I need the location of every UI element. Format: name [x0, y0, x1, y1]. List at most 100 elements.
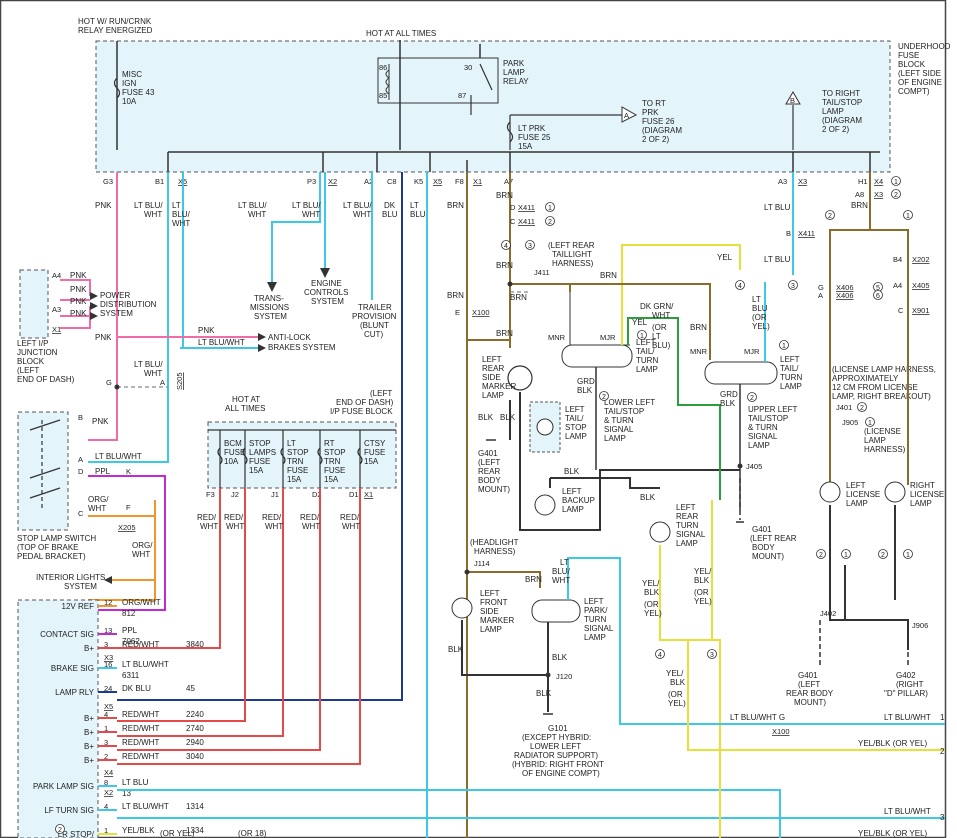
svg-text:BLU/: BLU/ [172, 210, 191, 219]
circled-number-icon [501, 240, 511, 250]
svg-text:WHT: WHT [172, 219, 190, 228]
svg-text:LT BLU: LT BLU [764, 255, 791, 264]
svg-text:MISSIONS: MISSIONS [250, 303, 289, 312]
lt-blu-wht-front-label: LT BLU/ WHT [552, 558, 571, 585]
svg-text:X4: X4 [104, 768, 113, 777]
svg-text:X5: X5 [104, 702, 113, 711]
svg-text:HARNESS): HARNESS) [474, 547, 516, 556]
svg-text:(LEFT: (LEFT [478, 458, 500, 467]
svg-text:LAMP: LAMP [565, 432, 587, 441]
circled-number-icon [825, 210, 835, 220]
module-circuit-number: 7062 [122, 637, 140, 646]
svg-text:(DIAGRAM: (DIAGRAM [822, 116, 862, 125]
svg-text:DISTRIBUTION: DISTRIBUTION [100, 300, 157, 309]
svg-text:YEL/: YEL/ [666, 669, 684, 678]
g401-c-label: G401 (LEFT REAR BODY MOUNT) [786, 671, 834, 707]
lower-left-tail-lamp-icon [561, 344, 633, 368]
svg-text:LAMP: LAMP [780, 382, 802, 391]
svg-text:X405: X405 [912, 281, 930, 290]
svg-text:"D" PILLAR): "D" PILLAR) [884, 689, 928, 698]
svg-text:SIGNAL: SIGNAL [748, 432, 778, 441]
trans-wire [271, 172, 321, 285]
svg-text:TAIL/: TAIL/ [565, 414, 584, 423]
circled-number-icon [857, 402, 867, 412]
svg-text:INTERIOR LIGHTS: INTERIOR LIGHTS [36, 573, 105, 582]
fuse-label: FUSE [224, 448, 245, 457]
svg-text:(LEFT REAR: (LEFT REAR [750, 534, 797, 543]
svg-text:LEFT: LEFT [480, 589, 500, 598]
svg-text:(LEFT: (LEFT [17, 366, 39, 375]
svg-text:BLK: BLK [500, 413, 516, 422]
svg-text:BODY: BODY [752, 543, 775, 552]
svg-text:RED/: RED/ [340, 513, 360, 522]
svg-text:PNK: PNK [95, 333, 112, 342]
svg-text:BACKUP: BACKUP [562, 496, 595, 505]
svg-text:X202: X202 [912, 255, 930, 264]
svg-text:TAIL/STOP: TAIL/STOP [748, 414, 788, 423]
svg-text:TAIL/: TAIL/ [636, 347, 655, 356]
module-circuit-number: 3040 [186, 752, 204, 761]
module-pin-number: 16 [104, 660, 112, 669]
g401-b-label: G401 (LEFT REAR BODY MOUNT) [750, 525, 797, 561]
svg-text:A7: A7 [504, 177, 513, 186]
underhood-connector-labels: G3 B1 X5 P3 X2 A2 C8 K5 X5 F8 X1 A7 A3 X… [103, 177, 883, 199]
module-circuit-number: 6311 [122, 671, 140, 680]
svg-text:H1: H1 [858, 177, 868, 186]
circled-number: 2 [828, 213, 832, 220]
body-control-module [17, 599, 99, 838]
fuse-icon [357, 447, 363, 465]
svg-text:YEL): YEL) [668, 699, 686, 708]
svg-text:PNK: PNK [70, 297, 87, 306]
svg-text:BODY: BODY [478, 476, 501, 485]
svg-text:RELAY ENERGIZED: RELAY ENERGIZED [78, 26, 153, 35]
svg-text:BLK: BLK [448, 645, 464, 654]
module-wire-color: RED/WHT [122, 640, 159, 649]
circled-number-icon [779, 340, 789, 350]
svg-text:BLOCK: BLOCK [898, 60, 926, 69]
svg-text:CUT): CUT) [364, 330, 383, 339]
left-park-turn-label: LEFT PARK/ TURN SIGNAL LAMP [584, 597, 614, 642]
circled-number: 1 [868, 420, 872, 427]
circled-number-icon [816, 549, 826, 559]
fuse-label: STOP [287, 448, 309, 457]
svg-text:(TOP OF BRAKE: (TOP OF BRAKE [17, 543, 79, 552]
trailer-provision-label: TRAILER PROVISION (BLUNT CUT) [352, 303, 397, 339]
svg-text:PNK: PNK [70, 285, 87, 294]
left-tail-stop-lamp-icon [536, 418, 554, 436]
svg-text:REAR: REAR [482, 364, 504, 373]
svg-text:S205: S205 [175, 372, 184, 390]
svg-text:X4: X4 [874, 177, 883, 186]
svg-text:WHT: WHT [144, 210, 162, 219]
svg-text:LAMP: LAMP [636, 365, 658, 374]
park-lamp-sig-wire [117, 789, 781, 838]
red-wht-fuse-wires [117, 488, 361, 765]
svg-text:POWER: POWER [100, 291, 130, 300]
svg-text:MOUNT): MOUNT) [752, 552, 784, 561]
svg-text:FUSE: FUSE [898, 51, 919, 60]
svg-text:G402: G402 [896, 671, 916, 680]
svg-text:G: G [106, 378, 112, 387]
svg-text:F8: F8 [455, 177, 464, 186]
svg-text:TO RT: TO RT [642, 99, 666, 108]
svg-text:K5: K5 [414, 177, 423, 186]
svg-text:UNDERHOOD: UNDERHOOD [898, 42, 951, 51]
lower-left-tail-label: LEFT TAIL/ TURN LAMP [636, 338, 658, 374]
svg-text:BLK: BLK [644, 588, 660, 597]
svg-text:BRN: BRN [600, 271, 617, 280]
fuse-label: STOP [324, 448, 346, 457]
circled-number: 2 [602, 394, 606, 401]
svg-text:LICENSE: LICENSE [910, 490, 944, 499]
svg-text:TURN: TURN [676, 521, 698, 530]
svg-text:BLU: BLU [752, 304, 768, 313]
underhood-fuse-block [95, 40, 891, 173]
svg-text:J405: J405 [746, 462, 762, 471]
to-right-tail-label: TO RIGHT TAIL/STOP LAMP (DIAGRAM 2 OF 2) [822, 89, 862, 134]
lt-prk-fuse-icon [506, 121, 514, 143]
svg-text:X901: X901 [912, 306, 930, 315]
svg-text:(RIGHT: (RIGHT [896, 680, 924, 689]
left-ip-junction-block [19, 269, 49, 339]
module-pin-number: 13 [104, 626, 112, 635]
svg-text:FRONT: FRONT [480, 598, 508, 607]
left-park-turn-lamp-icon [531, 599, 581, 623]
